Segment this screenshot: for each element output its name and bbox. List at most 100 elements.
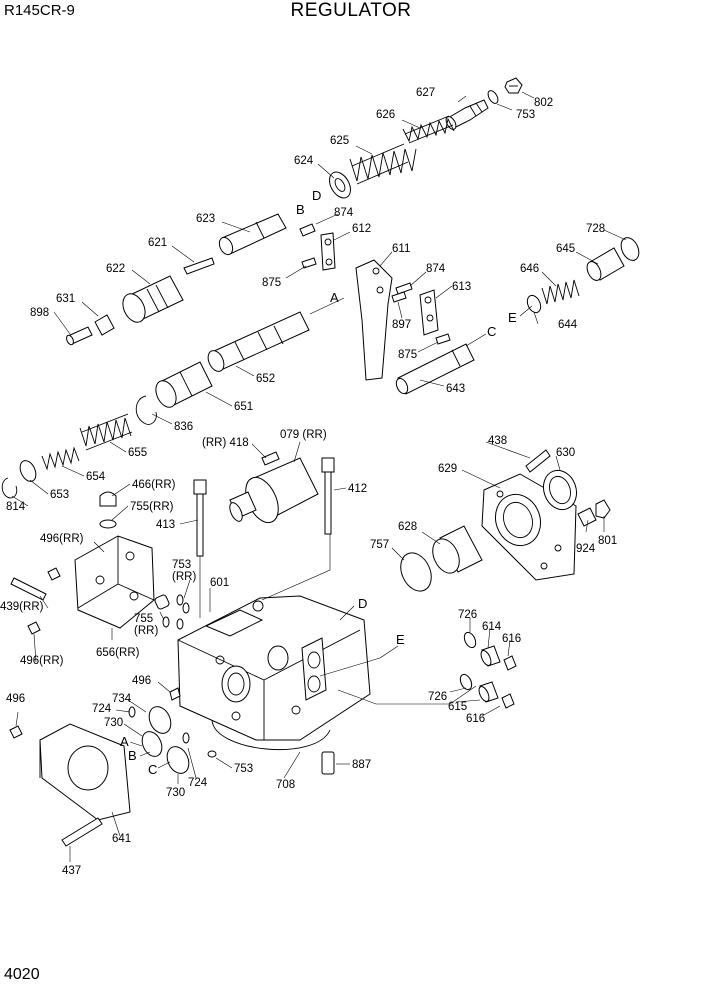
callout-437: 437	[62, 865, 81, 877]
callout-613: 613	[452, 281, 471, 293]
part-496-plug-b	[27, 621, 41, 635]
callout-887: 887	[352, 759, 371, 771]
part-613-lever	[419, 289, 439, 336]
callout-438: 438	[488, 435, 507, 447]
part-614-plug	[480, 645, 501, 667]
part-898-pin	[66, 326, 93, 346]
callout-753: 753	[516, 109, 535, 121]
part-627-adjust-screw	[445, 99, 489, 130]
part-753-oring	[487, 90, 499, 104]
callout-C-2: C	[148, 762, 157, 777]
callout-624: 624	[294, 155, 314, 167]
part-466-plug	[99, 491, 117, 507]
callout-628: 628	[398, 521, 417, 533]
callout-630: 630	[556, 447, 575, 459]
callout-616: 616	[502, 633, 521, 645]
part-437-bolt	[61, 817, 103, 847]
part-413-bolt	[193, 479, 207, 557]
callout-814: 814	[6, 501, 26, 513]
part-616-plug-a	[503, 655, 517, 671]
callout-625: 625	[330, 135, 349, 147]
callout-656: 656(RR)	[96, 647, 140, 659]
callout-601: 601	[210, 577, 229, 589]
callout-B: B	[296, 202, 305, 217]
callout-645: 645	[556, 243, 575, 255]
part-623-piston	[218, 213, 287, 256]
callout-755-b-suffix: (RR)	[134, 625, 158, 637]
part-621-pin	[183, 257, 215, 275]
callout-753-rr-suffix: (RR)	[172, 571, 196, 583]
page-title: REGULATOR	[290, 0, 412, 21]
callout-466: 466(RR)	[132, 479, 176, 491]
part-836-snap-ring	[135, 395, 157, 425]
part-496-plug-d	[169, 687, 181, 701]
callout-875-b: 875	[398, 349, 417, 361]
callout-755-b: 755	[134, 613, 153, 625]
callout-646: 646	[520, 263, 539, 275]
callout-726-b: 726	[428, 691, 447, 703]
part-612-lever	[320, 232, 336, 271]
callout-631: 631	[56, 293, 75, 305]
callout-924: 924	[576, 543, 596, 555]
leader-lines	[11, 91, 627, 862]
part-874-pin	[299, 223, 316, 237]
part-643-spool	[395, 343, 475, 395]
callout-644: 644	[558, 319, 578, 331]
callout-753-rr: 753	[172, 559, 191, 571]
callout-734: 734	[112, 693, 132, 705]
part-755-square-ring	[154, 594, 170, 610]
part-079-proportional-valve	[229, 457, 319, 524]
part-730-oring-a	[141, 731, 163, 757]
callout-496-d: 496	[6, 693, 25, 705]
callout-730: 730	[104, 717, 123, 729]
part-897-pin	[391, 291, 407, 303]
callout-728: 728	[586, 223, 605, 235]
callout-496-rr-b: 496(RR)	[20, 655, 64, 667]
part-624-spring-seat	[329, 171, 351, 199]
callout-755: 755(RR)	[130, 501, 174, 513]
part-496-plug-a	[47, 567, 61, 581]
callout-655: 655	[128, 447, 147, 459]
callout-D-2: D	[358, 596, 367, 611]
part-801-nut	[595, 499, 611, 519]
callout-079: 079 (RR)	[280, 429, 327, 441]
part-601-regulator-body	[177, 595, 371, 741]
part-646-spring	[541, 279, 580, 305]
callout-753-c: 753	[234, 763, 253, 775]
part-726-oring-b	[459, 673, 473, 691]
callout-413: 413	[156, 519, 175, 531]
callout-E: E	[508, 310, 517, 325]
part-652-spool	[207, 311, 310, 372]
callout-622: 622	[106, 263, 125, 275]
callout-653: 653	[50, 489, 69, 501]
model-label: R145CR-9	[4, 2, 75, 19]
part-874-pin-2	[395, 282, 413, 295]
callout-708: 708	[276, 779, 295, 791]
part-611-lever	[355, 259, 393, 381]
callout-A-2: A	[120, 734, 129, 749]
part-887-pin	[321, 751, 335, 775]
part-645-plug	[586, 247, 625, 281]
callout-757: 757	[370, 539, 389, 551]
callout-641: 641	[112, 833, 131, 845]
part-726-oring-a	[463, 631, 477, 649]
part-630-ring	[542, 469, 578, 511]
callout-898: 898	[30, 307, 49, 319]
callout-875: 875	[262, 277, 281, 289]
callout-611: 611	[392, 243, 410, 255]
part-631-collar	[94, 314, 115, 336]
callout-labels: 627 802 753 626 625 624 D B 874 623 612 …	[0, 87, 617, 877]
callout-724-b: 724	[188, 777, 208, 789]
part-734-oring	[148, 706, 172, 734]
callout-724: 724	[92, 703, 112, 715]
callout-654: 654	[86, 471, 106, 483]
callout-651: 651	[234, 401, 253, 413]
callout-874: 874	[334, 207, 354, 219]
part-418-bolt	[261, 451, 280, 466]
callout-730-b: 730	[166, 787, 185, 799]
callout-C: C	[487, 324, 496, 339]
callout-629: 629	[438, 463, 457, 475]
part-653-seat	[19, 460, 37, 482]
callout-A: A	[330, 290, 339, 305]
callout-E-2: E	[396, 632, 405, 647]
